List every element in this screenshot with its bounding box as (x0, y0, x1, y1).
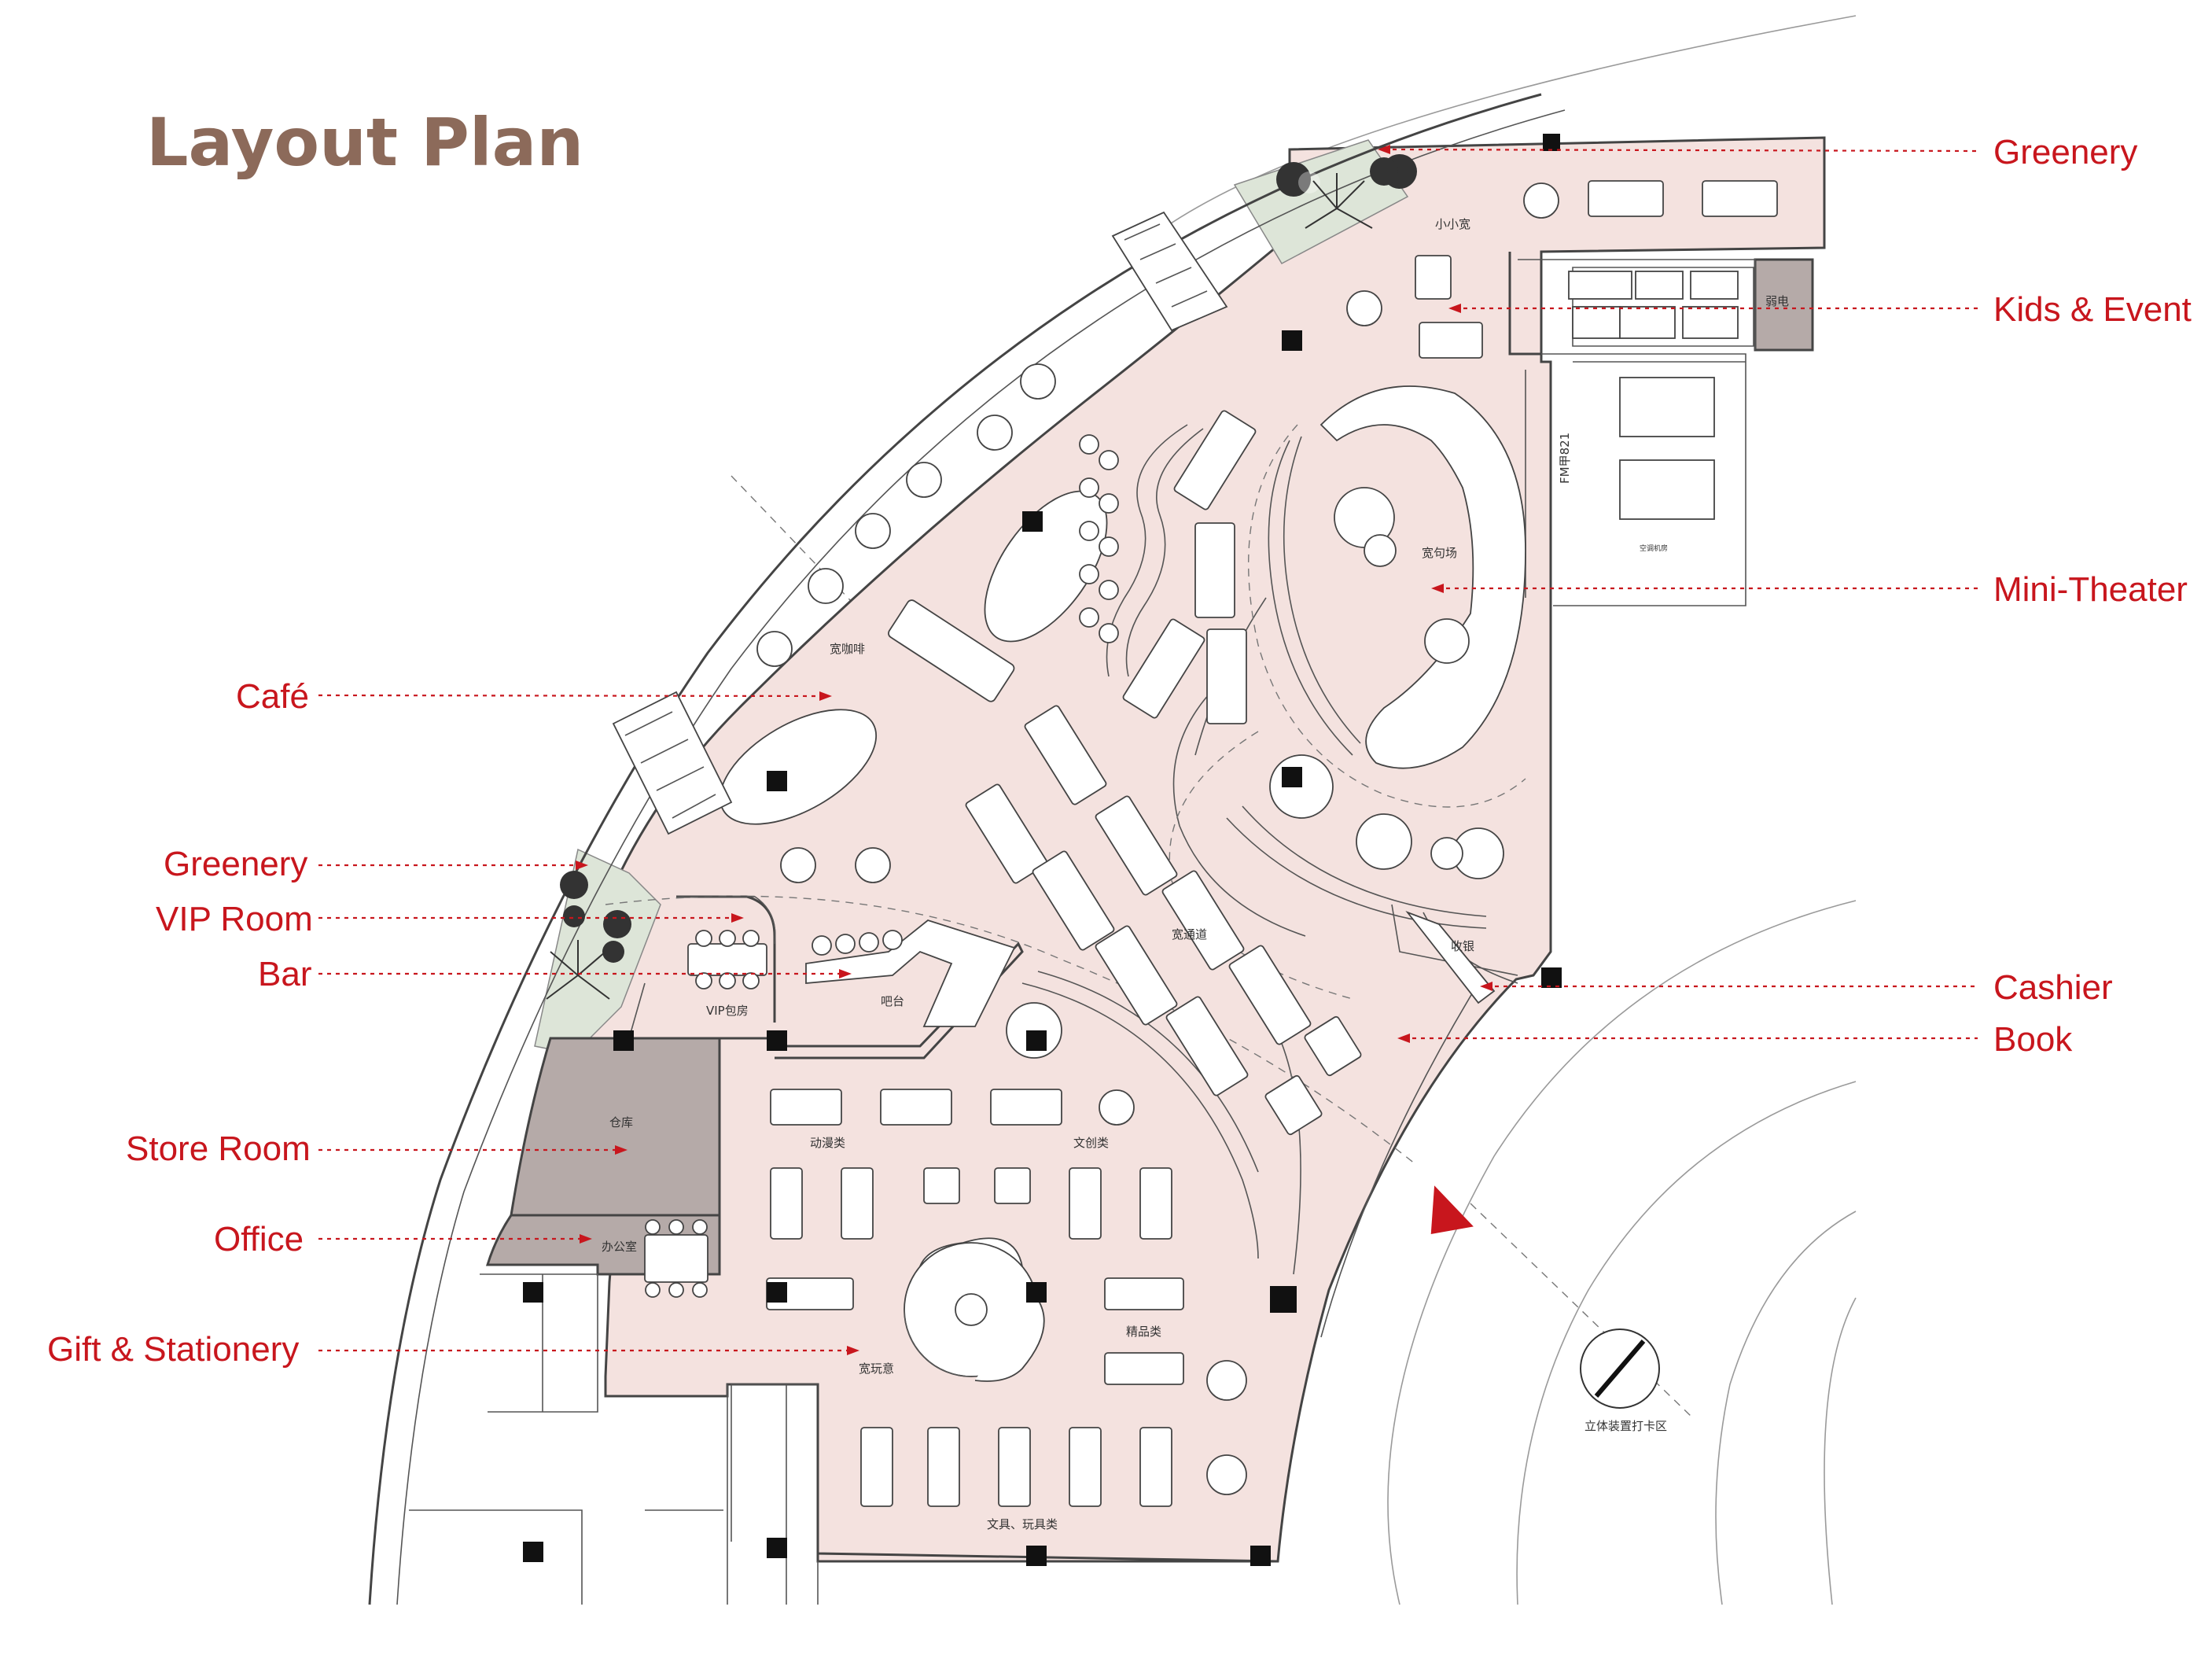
cashier-desk (1405, 911, 1496, 1004)
callout-book: Book (1993, 1020, 2073, 1059)
north-arrow-icon (1580, 1328, 1660, 1409)
callout-store-room: Store Room (126, 1129, 311, 1168)
label-bar: 吧台 (881, 994, 904, 1008)
structural-columns (523, 134, 1562, 1566)
cafe-tables (719, 363, 1247, 883)
label-stationery: 文具、玩具类 (987, 1517, 1058, 1531)
callouts-left: Café Greenery VIP Room Bar Store Room Of… (47, 677, 859, 1369)
label-anime: 动漫类 (810, 1136, 845, 1150)
label-boutique: 精品类 (1126, 1325, 1161, 1339)
callout-vip-room: VIP Room (156, 900, 313, 938)
ancillary-rooms (409, 1273, 819, 1605)
cafe-banquettes (612, 211, 1228, 835)
office-table (644, 1219, 709, 1298)
kids-furniture (1346, 180, 1778, 520)
theater-seating (1194, 385, 1526, 929)
tree-icon (546, 154, 1417, 1000)
callout-mini-theater: Mini-Theater (1993, 570, 2188, 609)
label-aircon: 空调机房 (1640, 544, 1668, 553)
callout-office: Office (214, 1220, 304, 1258)
label-weak-power: 弱电 (1765, 294, 1789, 308)
greenery-left (534, 848, 661, 1055)
label-checkin: 立体装置打卡区 (1584, 1419, 1667, 1433)
label-kids: 小小宽 (1435, 217, 1470, 231)
page-title: Layout Plan (146, 104, 583, 181)
callouts-right: Greenery Kids & Event Mini-Theater Cashi… (1378, 133, 2192, 1059)
entrance-arrow-icon (1430, 1185, 1474, 1234)
callout-bar: Bar (258, 955, 311, 993)
callout-gift-stationery: Gift & Stationery (47, 1330, 299, 1369)
callout-greenery-top: Greenery (1993, 133, 2137, 171)
corridor-curves (605, 676, 1416, 1259)
callout-greenery-left: Greenery (164, 845, 307, 883)
label-office: 办公室 (602, 1240, 637, 1254)
book-tables (965, 410, 1362, 1136)
label-vip: VIP包房 (706, 1004, 749, 1018)
label-toys-area: 宽玩意 (859, 1362, 894, 1376)
label-theater: 宽句场 (1422, 546, 1457, 560)
label-creative: 文创类 (1073, 1136, 1109, 1150)
label-corridor: 宽通道 (1172, 927, 1207, 942)
callout-cafe: Café (236, 677, 309, 716)
greenery-top (1233, 139, 1409, 264)
label-storeroom: 仓库 (609, 1115, 633, 1129)
callout-kids-event: Kids & Event (1993, 290, 2192, 329)
callout-cashier: Cashier (1993, 968, 2113, 1007)
room-labels: 小小宽 宽句场 宽咖啡 VIP包房 吧台 宽通道 收银 仓库 办公室 动漫类 文… (602, 217, 1789, 1531)
label-cashier: 收银 (1451, 939, 1474, 953)
gift-furniture (766, 1002, 1247, 1507)
bar-counter (805, 919, 1016, 1027)
service-rooms (485, 258, 1814, 1276)
label-tower: FM甲821 (1558, 433, 1572, 484)
label-cafe: 宽咖啡 (830, 642, 865, 656)
